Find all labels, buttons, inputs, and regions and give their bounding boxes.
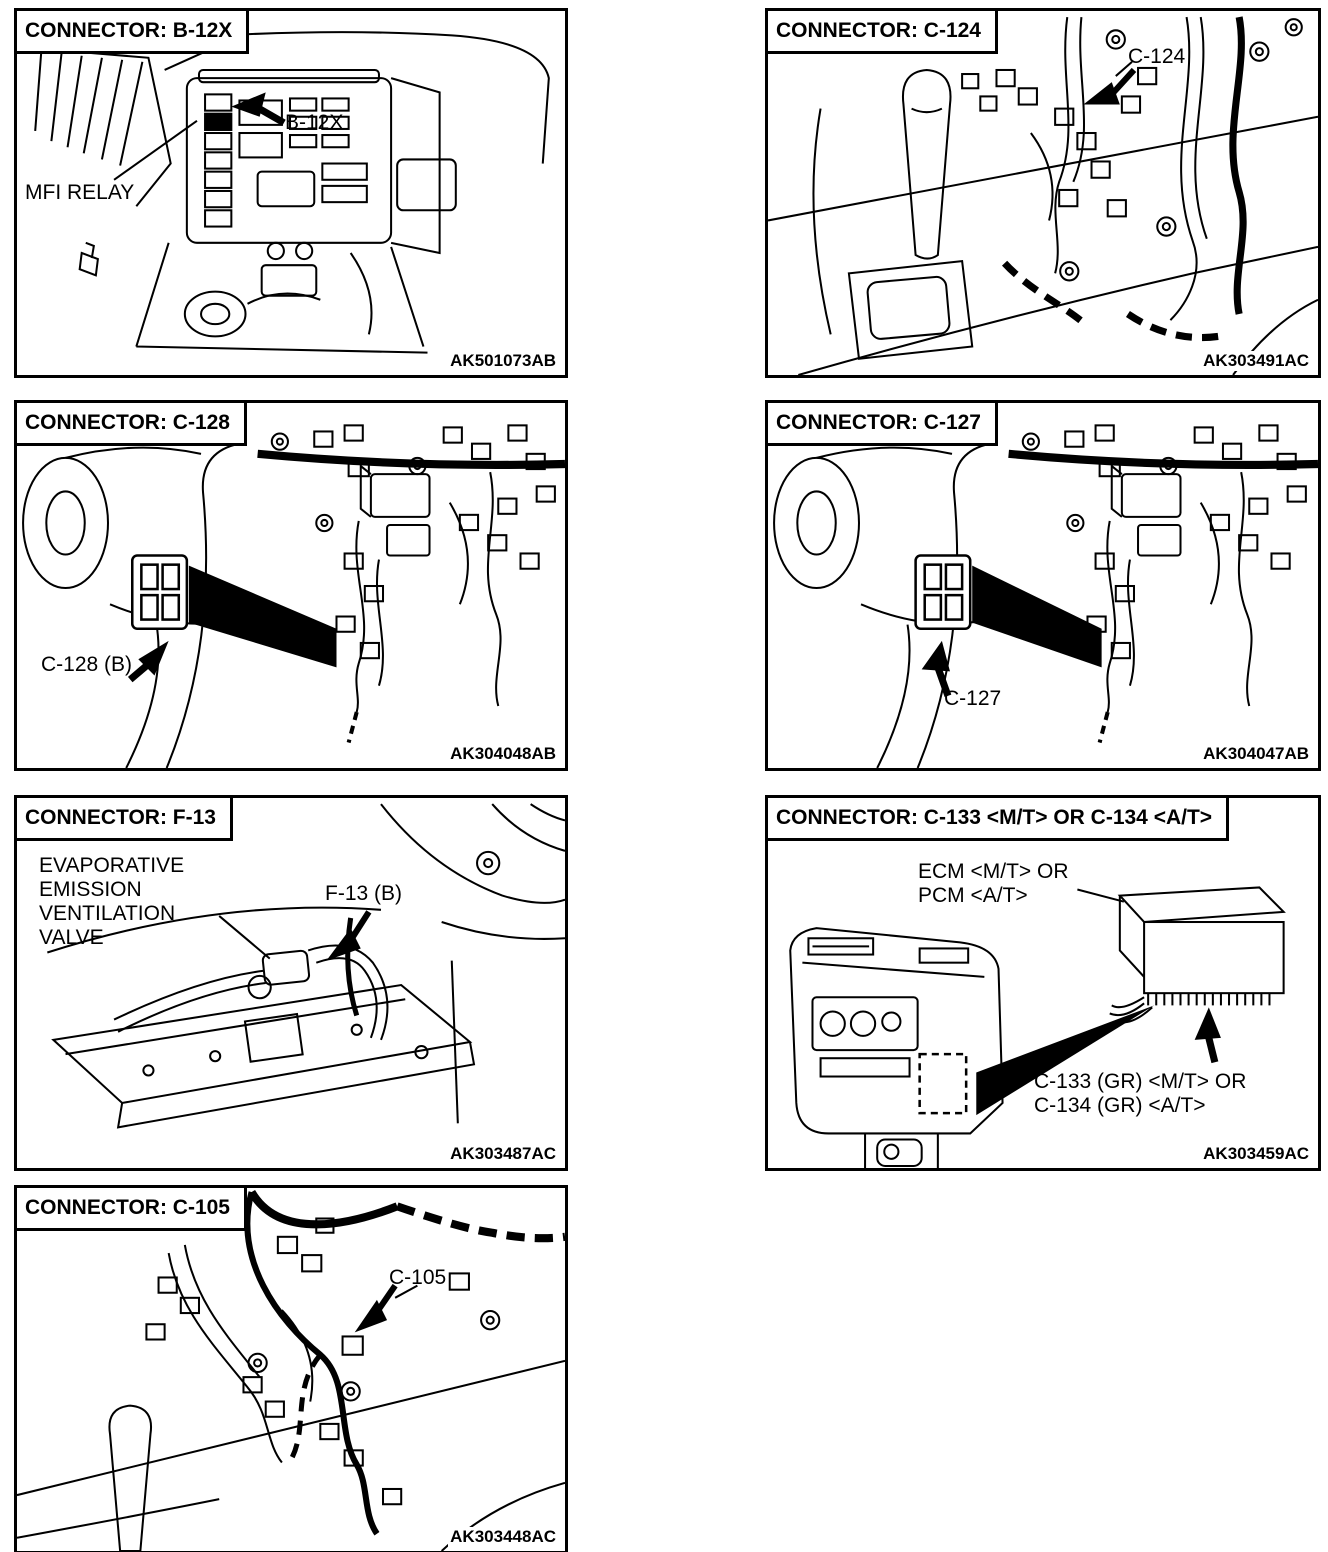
callout-c124: C-124 bbox=[1128, 45, 1186, 68]
magnify-wedge bbox=[972, 565, 1102, 668]
panel-title: CONNECTOR: C-127 bbox=[768, 403, 998, 446]
callout-c127: C-127 bbox=[944, 687, 1002, 710]
callout-c128: C-128 (B) bbox=[41, 653, 133, 676]
panel-title: CONNECTOR: C-105 bbox=[17, 1188, 247, 1231]
label-mfi-relay: MFI RELAY bbox=[25, 181, 135, 204]
panel-connector-c133-c134: CONNECTOR: C-133 <M/T> OR C-134 <A/T> EC… bbox=[765, 795, 1321, 1171]
arrow-to-c128 bbox=[138, 640, 169, 676]
panel-connector-c105: CONNECTOR: C-105 C-105 AK303448AC bbox=[14, 1185, 568, 1552]
figure-code: AK303459AC bbox=[1201, 1144, 1311, 1164]
dashboard-illustration bbox=[773, 424, 1318, 768]
panel-connector-f13: CONNECTOR: F-13 EVAPORATIVE EMISSION VEN… bbox=[14, 795, 568, 1171]
callout-f13: F-13 (B) bbox=[325, 882, 403, 905]
magnify-wedge bbox=[976, 1005, 1155, 1116]
label-evap-valve: EVAPORATIVE EMISSION VENTILATION VALVE bbox=[39, 854, 185, 949]
underbody-illustration bbox=[47, 803, 565, 1129]
callout-c133-c134: C-133 (GR) <M/T> OR C-134 (GR) <A/T> bbox=[1034, 1070, 1247, 1117]
callout-b12x: B-12X bbox=[285, 111, 344, 134]
panel-title: CONNECTOR: C-128 bbox=[17, 403, 247, 446]
panel-connector-c128: CONNECTOR: C-128 C-128 (B) AK304048AB bbox=[14, 400, 568, 771]
connector-c128-detail bbox=[130, 554, 189, 630]
engine-compartment-illustration bbox=[27, 31, 550, 354]
panel-connector-b12x: CONNECTOR: B-12X MFI RELAY B-12X AK50107… bbox=[14, 8, 568, 378]
panel-title: CONNECTOR: F-13 bbox=[17, 798, 233, 841]
connector-c127-detail bbox=[914, 554, 972, 630]
callout-c105: C-105 bbox=[389, 1266, 447, 1289]
ecm-location-illustration bbox=[789, 886, 1286, 1168]
figure-code: AK303487AC bbox=[448, 1144, 558, 1164]
panel-title: CONNECTOR: C-124 bbox=[768, 11, 998, 54]
figure-code: AK304047AB bbox=[1201, 744, 1311, 764]
console-harness-illustration bbox=[17, 1189, 565, 1551]
label-ecm-pcm: ECM <M/T> OR PCM <A/T> bbox=[918, 860, 1069, 907]
magnify-wedge bbox=[188, 565, 337, 668]
arrow-to-c133-connector bbox=[1194, 1007, 1221, 1040]
figure-code: AK304048AB bbox=[448, 744, 558, 764]
arrow-to-c124 bbox=[1083, 82, 1120, 105]
figure-code: AK303448AC bbox=[448, 1527, 558, 1547]
floor-console-illustration bbox=[768, 16, 1318, 375]
panel-title: CONNECTOR: B-12X bbox=[17, 11, 250, 54]
figure-code: AK501073AB bbox=[448, 351, 558, 371]
panel-connector-c124: CONNECTOR: C-124 C-124 AK303491AC bbox=[765, 8, 1321, 378]
panel-title: CONNECTOR: C-133 <M/T> OR C-134 <A/T> bbox=[768, 798, 1230, 841]
figure-code: AK303491AC bbox=[1201, 351, 1311, 371]
dashboard-illustration bbox=[22, 424, 565, 768]
panel-connector-c127: CONNECTOR: C-127 C-127 AK304047AB bbox=[765, 400, 1321, 771]
arrow-to-c127 bbox=[921, 640, 950, 672]
